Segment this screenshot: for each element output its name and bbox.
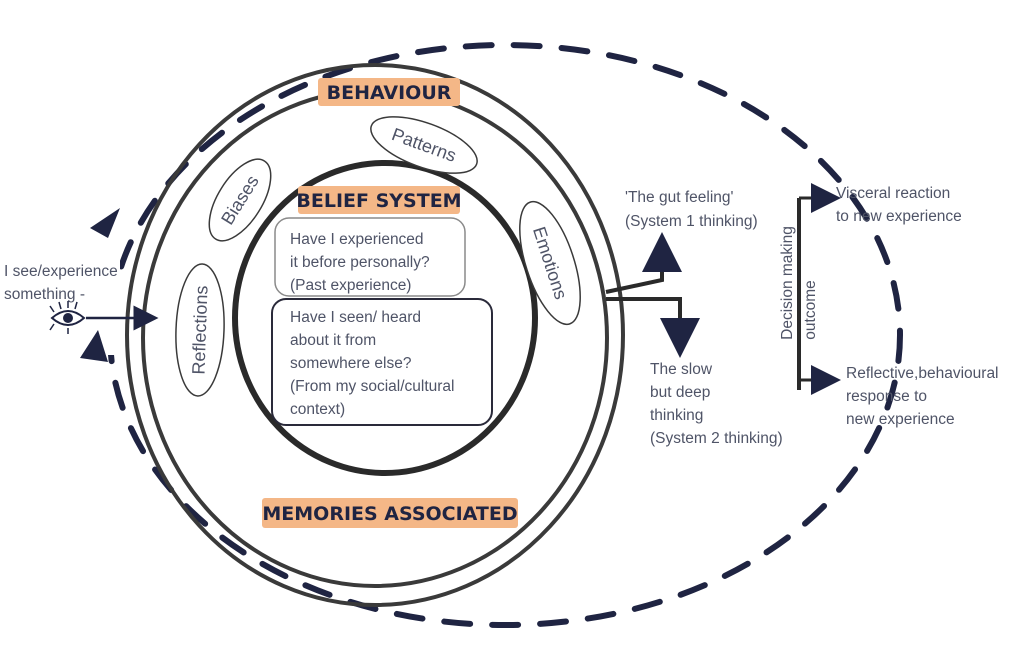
pill-biases: Biases xyxy=(208,158,272,242)
question-personal-line3: (Past experience) xyxy=(290,277,411,294)
outcome1-line2: to new experience xyxy=(836,208,962,225)
question-social-line2: about it from xyxy=(290,332,376,349)
system1-arrow xyxy=(605,232,682,294)
system2-line3: thinking xyxy=(650,407,703,424)
question-personal-line2: it before personally? xyxy=(290,254,430,271)
question-social-line3: somewhere else? xyxy=(290,355,412,372)
pill-reflections: Reflections xyxy=(175,263,225,397)
outcome2-line2: response to xyxy=(846,388,927,405)
outcome2-line3: new experience xyxy=(846,411,955,428)
loop-arrow-down-icon xyxy=(90,208,120,238)
system2-line1: The slow xyxy=(650,361,713,378)
pill-patterns: Patterns xyxy=(370,116,478,174)
system1-line1: 'The gut feeling' xyxy=(625,189,734,206)
label-memories-associated: MEMORIES ASSOCIATED xyxy=(262,503,517,525)
outer-ring xyxy=(125,63,625,607)
decision-line1: Decision making xyxy=(779,226,796,340)
question-social-line4: (From my social/cultural xyxy=(290,378,455,395)
outcome2-line1: Reflective,behavioural xyxy=(846,365,999,382)
label-belief-system: BELIEF SYSTEM xyxy=(296,190,461,212)
pill-emotions: Emotions xyxy=(519,200,581,326)
input-label-line2: something - xyxy=(4,286,85,303)
question-social-line5: context) xyxy=(290,401,345,418)
question-box-personal xyxy=(274,217,466,297)
svg-text:Reflections: Reflections xyxy=(188,285,211,375)
eye-icon xyxy=(49,301,86,334)
question-social-line1: Have I seen/ heard xyxy=(290,309,421,326)
system1-line2: (System 1 thinking) xyxy=(625,213,758,230)
loop-arrow-up-icon xyxy=(80,330,108,362)
system2-line4: (System 2 thinking) xyxy=(650,430,783,447)
decision-line2: outcome xyxy=(802,280,819,339)
inner-ring xyxy=(232,160,538,476)
question-box-social xyxy=(271,298,493,426)
system2-line2: but deep xyxy=(650,384,710,401)
outcome1-line1: Visceral reaction xyxy=(836,185,950,202)
label-behaviour: BEHAVIOUR xyxy=(327,82,452,104)
question-personal-line1: Have I experienced xyxy=(290,231,424,248)
input-label-line1: I see/experience xyxy=(4,263,118,280)
system2-arrow xyxy=(606,297,700,358)
